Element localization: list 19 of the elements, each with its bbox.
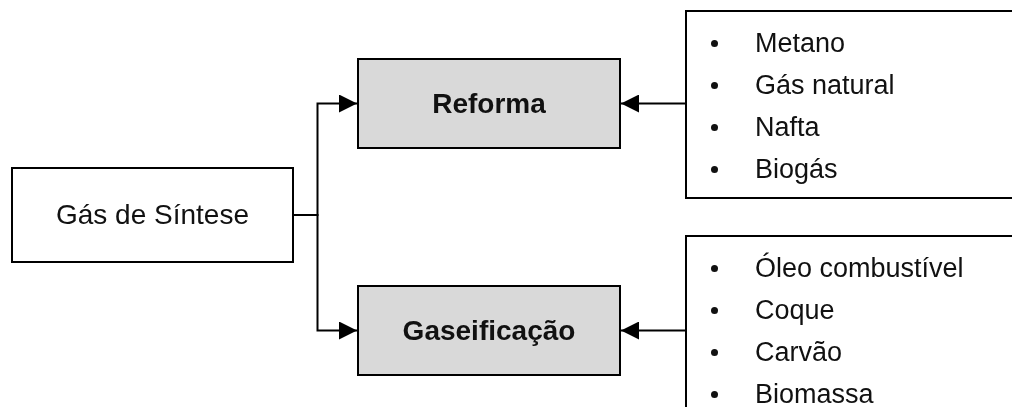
node-label: Gás de Síntese <box>56 199 249 231</box>
list-box <box>685 10 1012 199</box>
arrow <box>293 214 358 340</box>
list-item: Metano <box>711 22 846 64</box>
list-item: Coque <box>711 289 835 331</box>
list-item: Nafta <box>711 106 820 148</box>
list-item: Gás natural <box>711 64 895 106</box>
list-item: Biomassa <box>711 373 874 407</box>
arrow <box>620 94 686 113</box>
list-item: Biogás <box>711 148 838 190</box>
node-label: Gaseificação <box>402 314 576 347</box>
process-box <box>357 58 621 149</box>
list-item: Óleo combustível <box>711 247 964 289</box>
node-label: Reforma <box>432 87 546 120</box>
source-box <box>11 167 294 263</box>
list-item: Carvão <box>711 331 843 373</box>
arrow <box>620 321 686 340</box>
list-box <box>685 235 1012 407</box>
process-box <box>357 285 621 376</box>
